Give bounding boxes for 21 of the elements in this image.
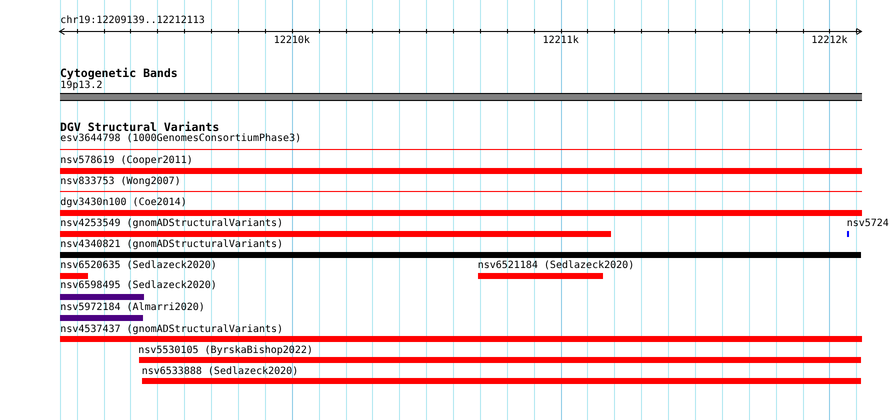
variant-label: nsv6520635 (Sedlazeck2020) <box>60 260 217 271</box>
track-title: DGV Structural Variants <box>60 122 220 134</box>
variant-label: nsv5724 <box>846 218 889 230</box>
tick-label: 12210k <box>274 35 310 46</box>
track-title: Cytogenetic Bands <box>60 68 178 80</box>
region-coordinates: chr19:12209139..12212113 <box>60 15 205 26</box>
variant-label: nsv4253549 (gnomADStructuralVariants) <box>60 218 284 229</box>
band-label: 19p13.2 <box>60 80 102 91</box>
variant-label: nsv833753 (Wong2007) <box>60 176 181 187</box>
tick-label: 12212k <box>811 35 848 46</box>
variant-label: nsv6521184 (Sedlazeck2020) <box>478 260 634 271</box>
variant-label: nsv5530105 (ByrskaBishop2022) <box>138 345 313 356</box>
variant-label: esv3644798 (1000GenomesConsortiumPhase3) <box>60 133 302 144</box>
variant-label: nsv4537437 (gnomADStructuralVariants) <box>60 324 284 335</box>
tick-label: 12211k <box>542 35 579 46</box>
variant-label: nsv4340821 (gnomADStructuralVariants) <box>60 239 284 250</box>
variant-label: dgv3430n100 (Coe2014) <box>60 197 187 208</box>
variant-label: nsv5972184 (Almarri2020) <box>60 302 205 313</box>
variant-label: nsv6598495 (Sedlazeck2020) <box>60 280 217 292</box>
variant-label: nsv6533888 (Sedlazeck2020) <box>142 366 298 377</box>
variant-label: nsv578619 (Cooper2011) <box>60 155 193 166</box>
